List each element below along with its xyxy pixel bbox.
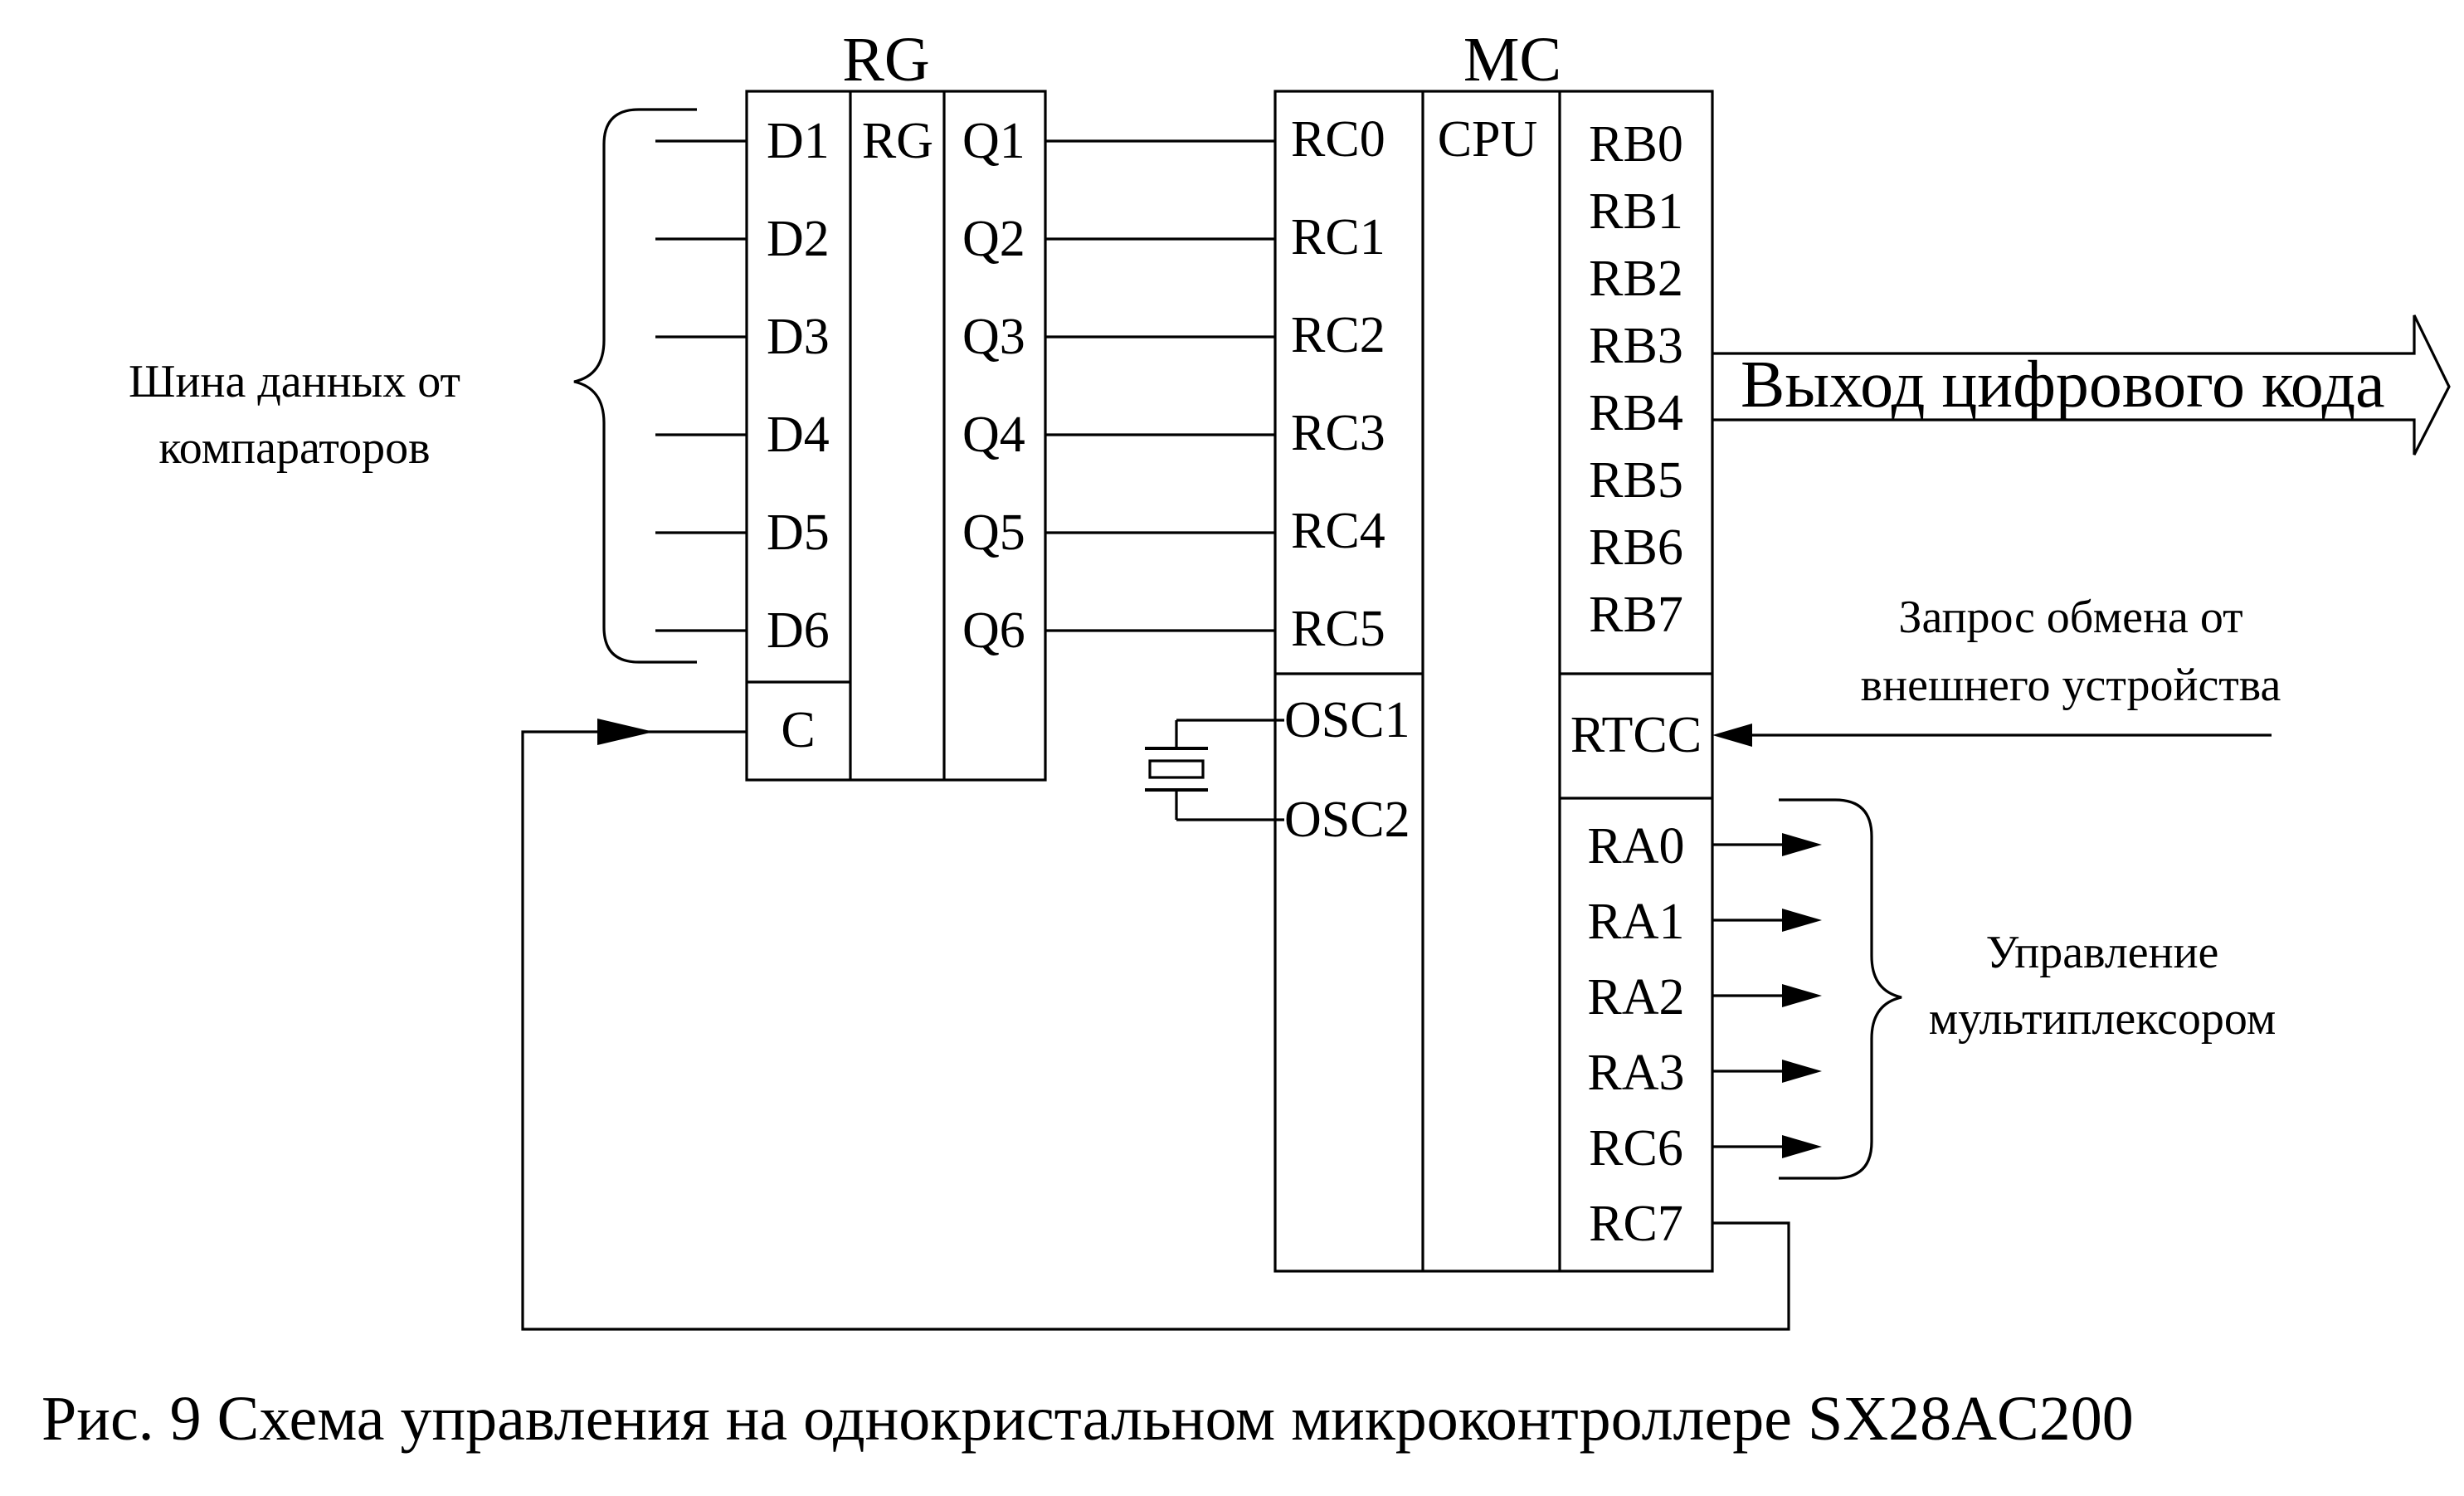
- rg-output-q6: Q6: [962, 602, 1025, 659]
- mc-pin-rb3: RB3: [1589, 318, 1683, 374]
- rg-center-label: RG: [862, 113, 933, 169]
- mc-pin-rb6: RB6: [1589, 519, 1683, 576]
- mc-pin-rc3: RC3: [1291, 405, 1385, 461]
- digital-output-label: Выход цифрового кода: [1741, 348, 2385, 422]
- rg-input-d3: D3: [767, 309, 830, 365]
- mc-pin-rb4: RB4: [1589, 385, 1683, 441]
- mc-pin-osc2: OSC2: [1284, 792, 1410, 848]
- mc-pin-rb7: RB7: [1589, 587, 1683, 643]
- clock-feedback-wire: [521, 730, 1790, 1331]
- mc-pin-ra1: RA1: [1587, 894, 1684, 950]
- rg-output-q3: Q3: [962, 309, 1025, 365]
- mc-right-pins-a: RA0 RA1 RA2 RA3 RC6 RC7: [1587, 818, 1684, 1252]
- svg-text:внешнего устройства: внешнего устройства: [1861, 660, 2281, 711]
- mc-pin-rtcc: RTCC: [1570, 707, 1702, 763]
- mc-right-pins-b: RB0 RB1 RB2 RB3 RB4 RB5 RB6 RB7: [1589, 116, 1683, 643]
- mc-pin-rc1: RC1: [1291, 209, 1385, 266]
- mc-pin-rc7: RC7: [1589, 1196, 1683, 1252]
- rg-output-q2: Q2: [962, 211, 1025, 267]
- mc-block: [1273, 90, 1714, 1273]
- rg-input-d4: D4: [767, 407, 830, 463]
- mc-pin-rb5: RB5: [1589, 452, 1683, 509]
- mc-pin-ra2: RA2: [1587, 969, 1684, 1026]
- rg-title: RG: [842, 25, 930, 95]
- mc-pin-rc0: RC0: [1291, 111, 1385, 168]
- mc-pin-rc4: RC4: [1291, 503, 1385, 559]
- data-bus-brace: [573, 108, 697, 664]
- mc-pin-ra3: RA3: [1587, 1045, 1684, 1101]
- mc-pin-ra0: RA0: [1587, 818, 1684, 875]
- mc-title: MC: [1463, 25, 1561, 95]
- svg-text:мультиплексором: мультиплексором: [1929, 993, 2277, 1045]
- mc-center-label: CPU: [1438, 111, 1538, 168]
- mc-left-pins: RC0 RC1 RC2 RC3 RC4 RC5: [1291, 111, 1385, 657]
- rg-clock-label: C: [781, 702, 815, 758]
- mux-control-arrows: [1712, 833, 1822, 1158]
- exchange-request-label: Запрос обмена от внешнего устройства: [1861, 592, 2281, 711]
- mc-pin-rc5: RC5: [1291, 601, 1385, 657]
- mc-pin-rb0: RB0: [1589, 116, 1683, 173]
- rg-inputs: D1 D2 D3 D4 D5 D6: [655, 113, 830, 659]
- rg-to-mc-wires: [1045, 139, 1275, 632]
- figure-caption: Рис. 9 Схема управления на однокристальн…: [41, 1384, 2134, 1454]
- clock-arrowhead: [597, 719, 654, 745]
- digital-output-arrow: [1712, 314, 2451, 456]
- mc-pin-rb2: RB2: [1589, 251, 1683, 307]
- rg-input-d1: D1: [767, 113, 830, 169]
- svg-text:Управление: Управление: [1986, 927, 2219, 978]
- rg-output-q5: Q5: [962, 504, 1025, 561]
- data-bus-label: Шина данных от компараторов: [129, 356, 460, 474]
- rtcc-arrowhead: [1712, 724, 1752, 747]
- rg-input-d5: D5: [767, 504, 830, 561]
- mc-pin-rb1: RB1: [1589, 183, 1683, 240]
- svg-text:Шина данных от: Шина данных от: [129, 356, 460, 407]
- rg-output-q1: Q1: [962, 113, 1025, 169]
- svg-text:Запрос обмена от: Запрос обмена от: [1898, 592, 2242, 643]
- rg-outputs: Q1 Q2 Q3 Q4 Q5 Q6: [962, 113, 1025, 659]
- mc-pin-rc6: RC6: [1589, 1120, 1683, 1177]
- rg-output-q4: Q4: [962, 407, 1025, 463]
- rg-input-d6: D6: [767, 602, 830, 659]
- rg-input-d2: D2: [767, 211, 830, 267]
- svg-text:компараторов: компараторов: [158, 422, 430, 474]
- mux-control-label: Управление мультиплексором: [1929, 927, 2277, 1045]
- mc-pin-rc2: RC2: [1291, 307, 1385, 363]
- mc-pin-osc1: OSC1: [1284, 692, 1410, 748]
- crystal-oscillator: [1145, 719, 1284, 821]
- mux-control-brace: [1779, 798, 1902, 1180]
